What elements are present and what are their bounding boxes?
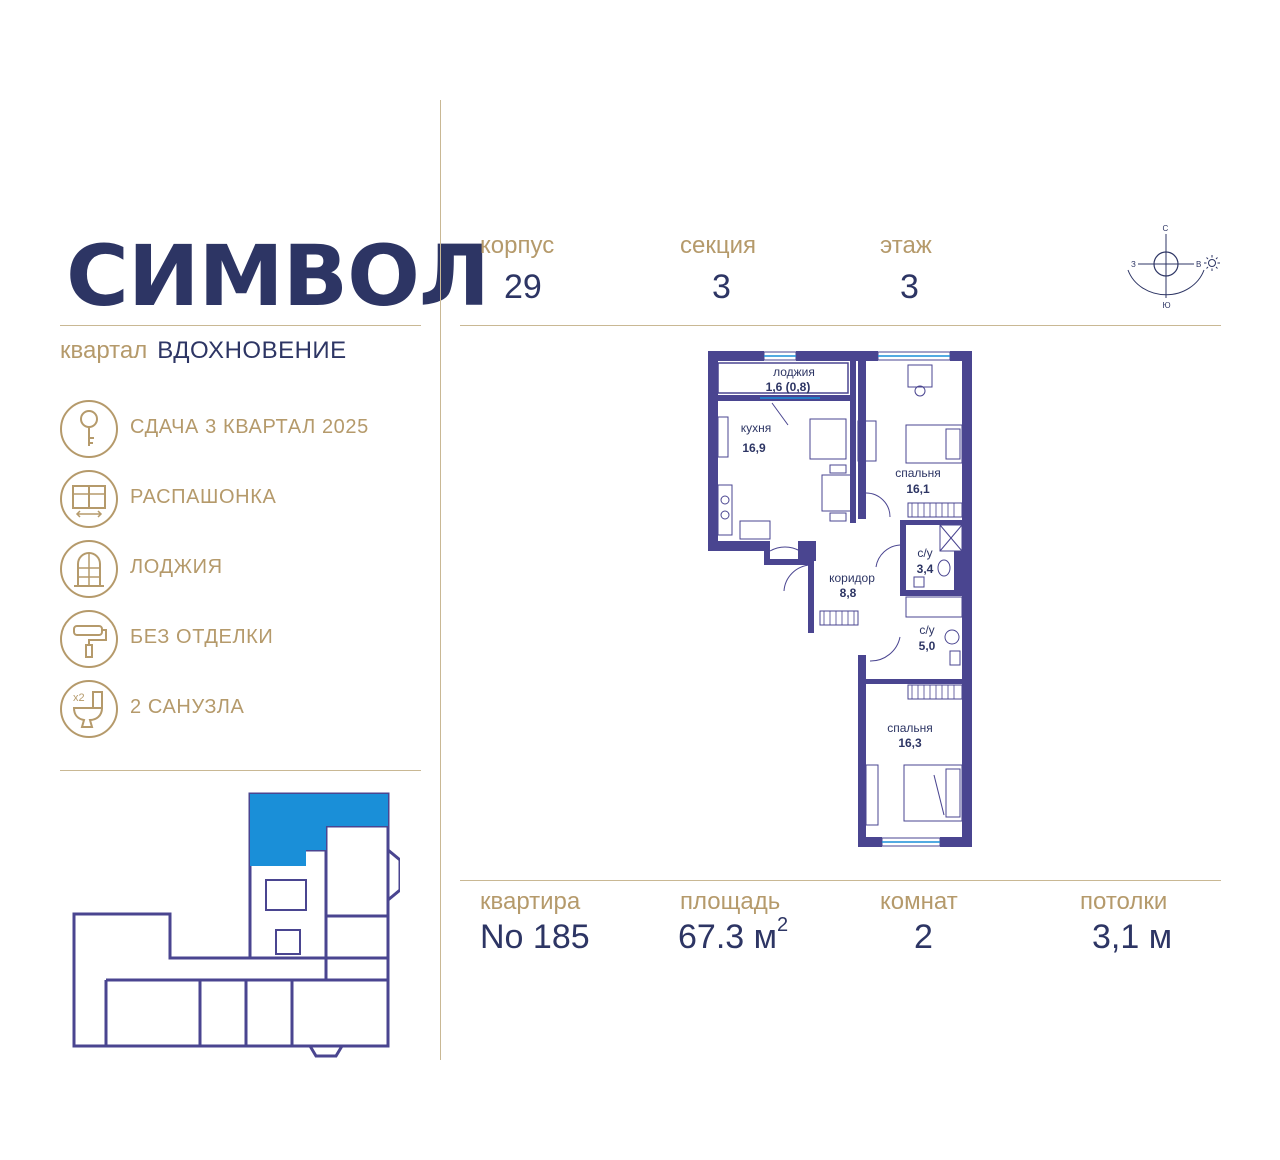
section-label: секция — [680, 232, 756, 259]
room-area: 5,0 — [919, 639, 936, 653]
arched-window-icon — [60, 540, 118, 598]
room-name: лоджия — [773, 365, 815, 379]
building-value: 29 — [504, 268, 542, 306]
room-name: коридор — [829, 571, 875, 585]
room-name: с/у — [919, 623, 934, 637]
compass-north: С — [1163, 224, 1169, 233]
compass-west: З — [1131, 260, 1136, 269]
area-unit-superscript: 2 — [777, 914, 789, 936]
feature-label: ЛОДЖИЯ — [130, 556, 223, 578]
apartment-highlight — [250, 794, 388, 866]
floor-value: 3 — [900, 268, 919, 306]
compass-south: Ю — [1163, 301, 1171, 310]
ceiling-label: потолки — [1080, 888, 1168, 915]
district-title: квартал ВДОХНОВЕНИЕ — [60, 336, 347, 366]
feature-label: СДАЧА 3 КВАРТАЛ 2025 — [130, 416, 369, 438]
room-area: 16,1 — [906, 482, 930, 496]
apartment-value: No 185 — [480, 918, 590, 956]
logo: СИМВОЛ — [66, 227, 490, 325]
column-divider — [440, 100, 441, 1060]
apartment-floor-plan: лоджия 1,6 (0,8) кухня 16,9 спальня 16,1… — [708, 351, 972, 847]
apartment-label: квартира — [480, 888, 581, 915]
footer-divider — [460, 880, 1221, 881]
room-area: 16,9 — [742, 441, 766, 455]
room-area: 3,4 — [917, 562, 934, 576]
rooms-label: комнат — [880, 888, 958, 915]
toilet-icon: x2 — [60, 680, 118, 738]
feature-finish: БЕЗ ОТДЕЛКИ — [60, 610, 430, 672]
area-value-wrap: 67.3 м2 — [678, 914, 788, 957]
sun-icon — [1204, 255, 1220, 271]
feature-label: РАСПАШОНКА — [130, 486, 277, 508]
room-name: с/у — [917, 546, 932, 560]
ceiling-value: 3,1 м — [1092, 918, 1173, 956]
section-value: 3 — [712, 268, 731, 306]
floor-label: этаж — [880, 232, 932, 259]
room-area: 16,3 — [898, 736, 922, 750]
area-value: 67.3 м — [678, 918, 777, 956]
feature-completion: СДАЧА 3 КВАРТАЛ 2025 — [60, 400, 430, 462]
features-divider — [60, 770, 421, 771]
paint-roller-icon — [60, 610, 118, 668]
room-name: спальня — [887, 721, 933, 735]
feature-bathrooms: x2 2 САНУЗЛА — [60, 680, 430, 742]
area-label: площадь — [680, 888, 781, 915]
feature-label: 2 САНУЗЛА — [130, 696, 245, 718]
district-prefix: квартал — [60, 337, 148, 364]
room-name: кухня — [741, 421, 772, 435]
district-name: ВДОХНОВЕНИЕ — [157, 337, 347, 364]
window-icon — [60, 470, 118, 528]
key-icon — [60, 400, 118, 458]
room-area: 1,6 (0,8) — [766, 380, 811, 394]
logo-divider — [60, 325, 421, 326]
room-area: 8,8 — [840, 586, 857, 600]
room-name: спальня — [895, 466, 941, 480]
header-divider — [460, 325, 1221, 326]
compass-icon: С Ю З В — [1127, 224, 1220, 310]
building-key-plan — [72, 792, 400, 1058]
feature-window: РАСПАШОНКА — [60, 470, 430, 532]
rooms-value: 2 — [914, 918, 933, 956]
feature-label: БЕЗ ОТДЕЛКИ — [130, 626, 274, 648]
building-label: корпус — [480, 232, 555, 259]
compass-east: В — [1196, 260, 1201, 269]
feature-loggia: ЛОДЖИЯ — [60, 540, 430, 602]
toilet-badge: x2 — [73, 692, 85, 704]
